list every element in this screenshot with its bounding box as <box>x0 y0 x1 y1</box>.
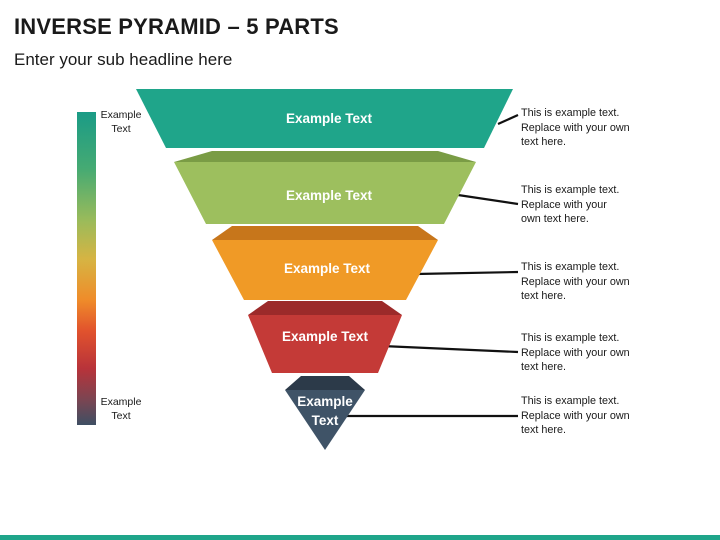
level-2-shape <box>174 162 476 224</box>
level-1-label: Example Text <box>286 111 373 126</box>
level-4-bevel <box>248 301 402 315</box>
connector-lines <box>346 113 519 418</box>
description-2-line-2: Replace with your <box>521 198 607 211</box>
description-1: This is example text. Replace with your … <box>521 106 651 150</box>
description-5-line-3: text here. <box>521 424 567 436</box>
level-3-bevel <box>212 226 438 240</box>
level-2-label: Example Text <box>286 188 373 203</box>
scale-bottom-label: Example Text <box>91 395 151 423</box>
level-5-bevel <box>285 376 365 390</box>
description-4-line-1: This is example text. <box>521 332 620 344</box>
description-1-line-1: This is example text. <box>521 107 620 119</box>
connector-line-4 <box>381 344 519 354</box>
level-2-bevel <box>174 151 476 162</box>
description-2: This is example text. Replace with your … <box>521 183 651 227</box>
scale-bottom-label-line-1: Example <box>100 396 142 408</box>
description-5-line-1: This is example text. <box>521 395 620 407</box>
description-1-line-3: text here. <box>521 136 567 148</box>
pyramid-level-2 <box>174 151 476 224</box>
connector-line-1 <box>497 113 519 126</box>
description-3-line-3: text here. <box>521 290 567 302</box>
pyramid-level-4 <box>248 301 402 373</box>
description-4: This is example text. Replace with your … <box>521 331 651 375</box>
level-5-label: Example Text <box>297 394 353 428</box>
description-1-line-2: Replace with your own <box>521 121 630 134</box>
description-3-line-1: This is example text. <box>521 261 620 273</box>
scale-top-label-line-2: Text <box>111 123 131 135</box>
gradient-scale-bar <box>77 112 96 425</box>
level-5-shape <box>285 390 365 450</box>
description-3-line-2: Replace with your own <box>521 275 630 288</box>
connector-line-3 <box>415 270 519 276</box>
level-5-label-line-2: Text <box>312 413 339 428</box>
level-3-shape <box>212 240 438 300</box>
description-4-line-3: text here. <box>521 361 567 373</box>
pyramid-level-3 <box>212 226 438 300</box>
slide-title: INVERSE PYRAMID – 5 PARTS <box>14 14 339 39</box>
description-5-line-2: Replace with your own <box>521 409 630 422</box>
level-1-shape <box>136 89 513 148</box>
description-3: This is example text. Replace with your … <box>521 260 651 304</box>
description-2-line-1: This is example text. <box>521 184 620 196</box>
footer-accent-bar <box>0 535 720 540</box>
scale-bottom-label-line-2: Text <box>111 410 131 422</box>
description-5: This is example text. Replace with your … <box>521 394 651 438</box>
pyramid-level-5 <box>285 376 365 450</box>
level-5-label-line-1: Example <box>297 394 353 409</box>
level-3-label: Example Text <box>284 261 371 276</box>
description-2-line-3: own text here. <box>521 213 589 225</box>
level-4-label: Example Text <box>282 329 369 344</box>
description-4-line-2: Replace with your own <box>521 346 630 359</box>
level-4-shape <box>248 315 402 373</box>
connector-line-2 <box>457 193 519 206</box>
pyramid-level-1 <box>136 89 513 148</box>
slide-subtitle: Enter your sub headline here <box>14 50 233 69</box>
scale-top-label: Example Text <box>91 108 151 136</box>
scale-top-label-line-1: Example <box>100 109 142 121</box>
